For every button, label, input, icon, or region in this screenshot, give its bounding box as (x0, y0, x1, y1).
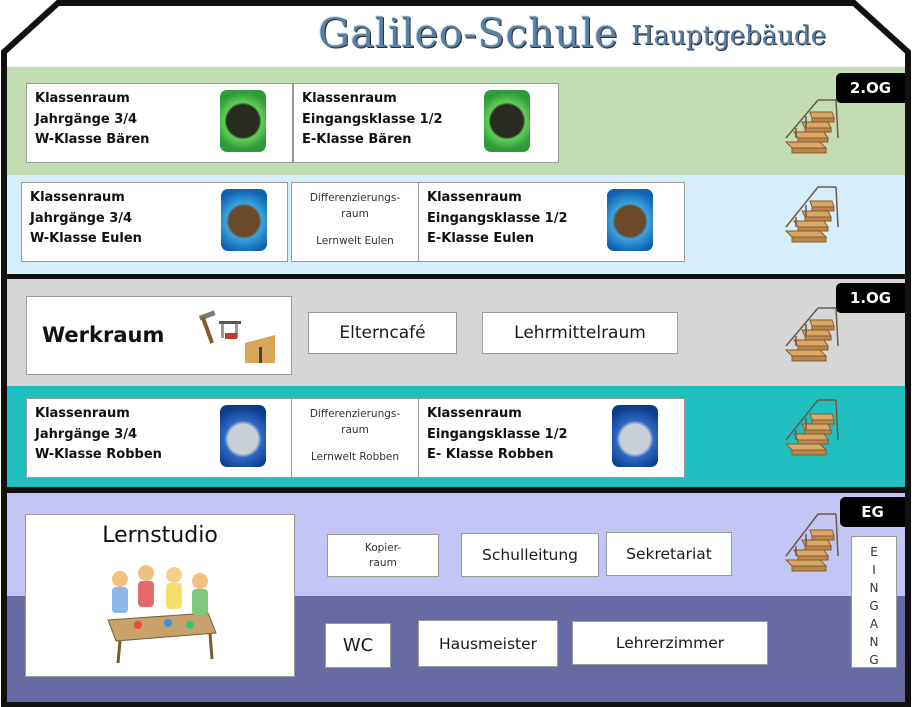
floor-divider-1 (7, 487, 905, 493)
classroom-w-eulen[interactable]: Klassenraum Jahrgänge 3/4 W-Klasse Eulen (21, 182, 288, 262)
diff-line: Differenzierungs- (309, 408, 401, 420)
eingang-letter: A (869, 617, 879, 631)
room-line: Klassenraum (35, 91, 130, 106)
room-line: W-Klasse Robben (35, 447, 162, 462)
hausmeister-room[interactable]: Hausmeister (418, 620, 558, 667)
lernstudio-label: Lernstudio (102, 523, 218, 548)
hausmeister-label: Hausmeister (438, 634, 538, 653)
lehrerzimmer-label: Lehrerzimmer (615, 634, 725, 652)
wc-label: WC (342, 635, 374, 656)
room-line: E- Klasse Robben (427, 447, 554, 462)
room-line: W-Klasse Bären (35, 132, 150, 147)
eingang-letter: N (869, 635, 879, 649)
differenzierungsraum-eulen[interactable]: Differenzierungs- raum Lernwelt Eulen (291, 182, 419, 262)
kopier-line: Kopier- (364, 542, 402, 554)
sekretariat-label: Sekretariat (626, 545, 712, 563)
bear-photo-icon (220, 90, 266, 152)
eingang-door[interactable]: E I N G A N G (851, 536, 897, 668)
room-line: Klassenraum (30, 190, 125, 205)
room-line: E-Klasse Bären (302, 132, 412, 147)
room-line: Jahrgänge 3/4 (35, 111, 138, 127)
classroom-e-baeren[interactable]: Klassenraum Eingangsklasse 1/2 E-Klasse … (293, 83, 559, 163)
room-line: Klassenraum (302, 91, 397, 106)
room-line: E-Klasse Eulen (427, 231, 535, 246)
bear-photo-icon (484, 90, 530, 152)
classroom-w-robben[interactable]: Klassenraum Jahrgänge 3/4 W-Klasse Robbe… (26, 398, 292, 478)
floor-tag-1og: 1.OG (836, 283, 905, 313)
owl-photo-icon (221, 189, 267, 251)
room-line: W-Klasse Eulen (30, 231, 142, 246)
schulleitung-label: Schulleitung (481, 546, 579, 564)
lehrmittelraum-room[interactable]: Lehrmittelraum (482, 312, 678, 354)
wc-room[interactable]: WC (325, 623, 391, 668)
room-line: Jahrgänge 3/4 (30, 210, 133, 226)
eingang-letter: G (869, 599, 879, 613)
eingang-letter: I (872, 563, 876, 577)
elterncafe-room[interactable]: Elterncafé (308, 312, 457, 354)
diff-line: Lernwelt Eulen (316, 235, 394, 247)
room-line: Eingangsklasse 1/2 (427, 426, 568, 442)
floor-tag-2og: 2.OG (836, 73, 905, 103)
lehrmittelraum-label: Lehrmittelraum (514, 323, 646, 343)
eingang-letter: G (869, 653, 879, 667)
diff-line: Differenzierungs- (309, 192, 401, 204)
room-line: Jahrgänge 3/4 (35, 426, 138, 442)
classroom-e-eulen[interactable]: Klassenraum Eingangsklasse 1/2 E-Klasse … (418, 182, 685, 262)
classroom-e-robben[interactable]: Klassenraum Eingangsklasse 1/2 E- Klasse… (418, 398, 685, 478)
owl-photo-icon (607, 189, 653, 251)
room-line: Eingangsklasse 1/2 (427, 210, 568, 226)
elterncafe-label: Elterncafé (339, 323, 426, 343)
kopierraum-room[interactable]: Kopier- raum (327, 534, 439, 577)
lernstudio-room[interactable]: Lernstudio (25, 514, 295, 677)
werkraum-room[interactable]: Werkraum (26, 296, 292, 375)
room-line: Klassenraum (35, 406, 130, 421)
floor-divider-2 (7, 274, 905, 279)
room-line: Klassenraum (427, 406, 522, 421)
room-line: Klassenraum (427, 190, 522, 205)
children-table-icon (107, 565, 217, 664)
sekretariat-room[interactable]: Sekretariat (606, 532, 732, 576)
lehrerzimmer-room[interactable]: Lehrerzimmer (572, 621, 768, 665)
floor-tag-eg: EG (840, 497, 905, 527)
room-line: Eingangsklasse 1/2 (302, 111, 443, 127)
schulleitung-room[interactable]: Schulleitung (461, 533, 599, 577)
school-title: Galileo-Schule (318, 11, 619, 57)
stairs-icon[interactable] (782, 512, 842, 576)
kopier-line: raum (369, 557, 397, 569)
tools-icon (198, 310, 275, 363)
differenzierungsraum-robben[interactable]: Differenzierungs- raum Lernwelt Robben (291, 398, 419, 478)
diff-line: raum (341, 208, 369, 220)
seal-photo-icon (220, 405, 266, 467)
eingang-letter: E (870, 545, 878, 559)
classroom-w-baeren[interactable]: Klassenraum Jahrgänge 3/4 W-Klasse Bären (26, 83, 293, 163)
building-subtitle: Hauptgebäude (631, 21, 826, 51)
diff-line: raum (341, 424, 369, 436)
stairs-icon[interactable] (782, 185, 842, 247)
stairs-icon[interactable] (782, 398, 842, 460)
diff-line: Lernwelt Robben (310, 451, 400, 463)
seal-photo-icon (612, 405, 658, 467)
eingang-letter: N (869, 581, 879, 595)
stairs-icon[interactable] (782, 306, 842, 366)
stairs-icon[interactable] (782, 98, 842, 156)
werkraum-label: Werkraum (42, 323, 165, 347)
